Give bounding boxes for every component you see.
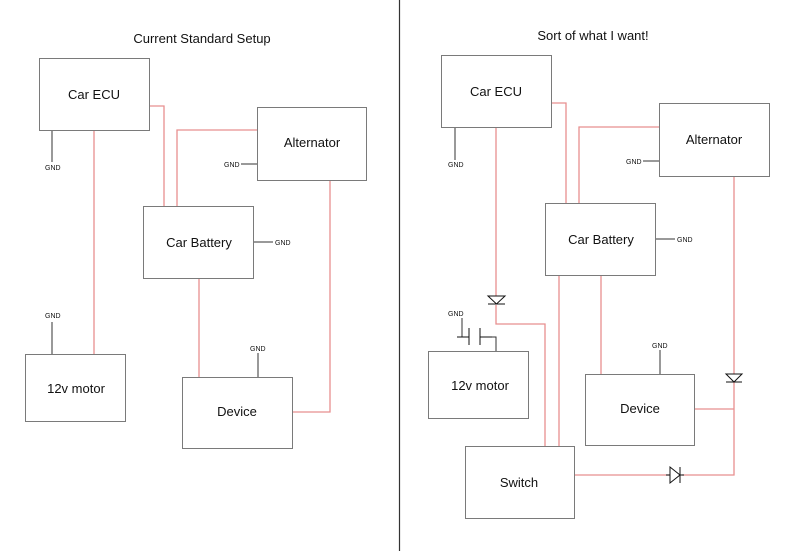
alternator-label: Alternator bbox=[686, 132, 743, 147]
car-battery-box bbox=[545, 203, 656, 276]
motor-lead bbox=[486, 336, 497, 351]
device-box bbox=[585, 374, 695, 446]
gnd-label-ecu: GND bbox=[45, 165, 61, 172]
gnd-label-alternator: GND bbox=[224, 162, 240, 169]
car-ecu-box bbox=[39, 58, 150, 131]
alternator-box bbox=[659, 103, 770, 177]
diode-icon-ecu bbox=[486, 295, 507, 305]
right-panel-title: Sort of what I want! bbox=[537, 28, 648, 43]
left-panel-title: Current Standard Setup bbox=[133, 31, 270, 46]
motor-box bbox=[25, 354, 126, 422]
left-wires bbox=[93, 105, 331, 413]
switch-label: Switch bbox=[500, 475, 538, 490]
gnd-label-ecu: GND bbox=[448, 162, 464, 169]
switch-box bbox=[465, 446, 575, 519]
left-ground-leads bbox=[51, 131, 273, 377]
wire-alternator-battery bbox=[176, 129, 257, 206]
device-box bbox=[182, 377, 293, 449]
car-ecu-label: Car ECU bbox=[68, 87, 120, 102]
motor-label: 12v motor bbox=[47, 381, 105, 396]
gnd-label-battery: GND bbox=[275, 240, 291, 247]
right-wires bbox=[495, 102, 735, 476]
motor-box bbox=[428, 351, 529, 419]
wire-alternator-device bbox=[293, 180, 331, 413]
capacitor-symbol bbox=[457, 328, 492, 345]
device-label: Device bbox=[620, 401, 660, 416]
gnd-lead-motor bbox=[457, 318, 463, 338]
gnd-label-battery: GND bbox=[677, 237, 693, 244]
motor-label: 12v motor bbox=[451, 378, 509, 393]
alternator-box bbox=[257, 107, 367, 181]
alternator-label: Alternator bbox=[284, 135, 341, 150]
car-battery-label: Car Battery bbox=[568, 232, 634, 247]
car-ecu-label: Car ECU bbox=[470, 84, 522, 99]
wire-ecu-battery bbox=[551, 102, 567, 203]
wire-diode-switch bbox=[495, 305, 546, 446]
diode-icon-switch bbox=[666, 465, 684, 485]
gnd-label-alternator: GND bbox=[626, 159, 642, 166]
car-battery-label: Car Battery bbox=[166, 235, 232, 250]
diode-icon-alternator bbox=[724, 373, 744, 383]
car-battery-box bbox=[143, 206, 254, 279]
right-panel: Sort of what I want! bbox=[428, 28, 770, 519]
gnd-label-motor: GND bbox=[448, 311, 464, 318]
gnd-label-device: GND bbox=[652, 343, 668, 350]
gnd-label-device: GND bbox=[250, 346, 266, 353]
gnd-label-motor: GND bbox=[45, 313, 61, 320]
device-label: Device bbox=[217, 404, 257, 419]
wire-diode-branch bbox=[682, 382, 735, 476]
wire-alternator-battery bbox=[578, 126, 659, 203]
wire-ecu-battery bbox=[149, 105, 165, 206]
car-ecu-box bbox=[441, 55, 552, 128]
left-panel: Current Standard Setup Car ECU Alternato… bbox=[25, 31, 367, 449]
